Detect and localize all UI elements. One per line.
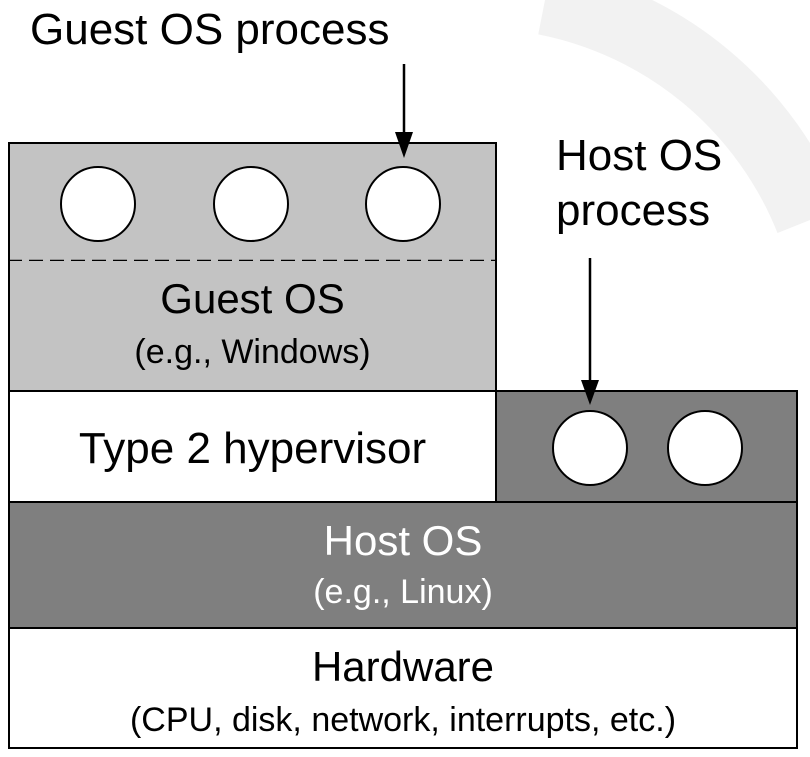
host-os-process-label-line2: process: [556, 186, 711, 235]
guest-process-area: [8, 142, 497, 263]
hardware-title: Hardware: [311, 643, 495, 690]
hardware-subtitle: (CPU, disk, network, interrupts, etc.): [129, 701, 677, 739]
host-process-area: [495, 390, 798, 503]
hypervisor-title: Type 2 hypervisor: [78, 424, 427, 473]
guest-process-circle: [365, 166, 441, 242]
guest-os-layer: Guest OS (e.g., Windows): [8, 261, 497, 392]
guest-process-circle: [60, 166, 136, 242]
host-os-process-label-line1: Host OS: [556, 131, 723, 180]
host-process-circle: [552, 410, 628, 486]
hardware-layer: Hardware (CPU, disk, network, interrupts…: [8, 627, 798, 749]
guest-os-process-label: Guest OS process: [30, 5, 390, 54]
host-os-subtitle: (e.g., Linux): [313, 573, 493, 611]
host-os-title: Host OS: [323, 517, 483, 564]
host-process-circle: [667, 410, 743, 486]
guest-process-circle: [213, 166, 289, 242]
guest-os-title: Guest OS: [160, 275, 345, 322]
host-os-layer: Host OS (e.g., Linux): [8, 501, 798, 629]
hypervisor-layer: Type 2 hypervisor: [8, 390, 497, 503]
guest-os-subtitle: (e.g., Windows): [134, 333, 371, 371]
